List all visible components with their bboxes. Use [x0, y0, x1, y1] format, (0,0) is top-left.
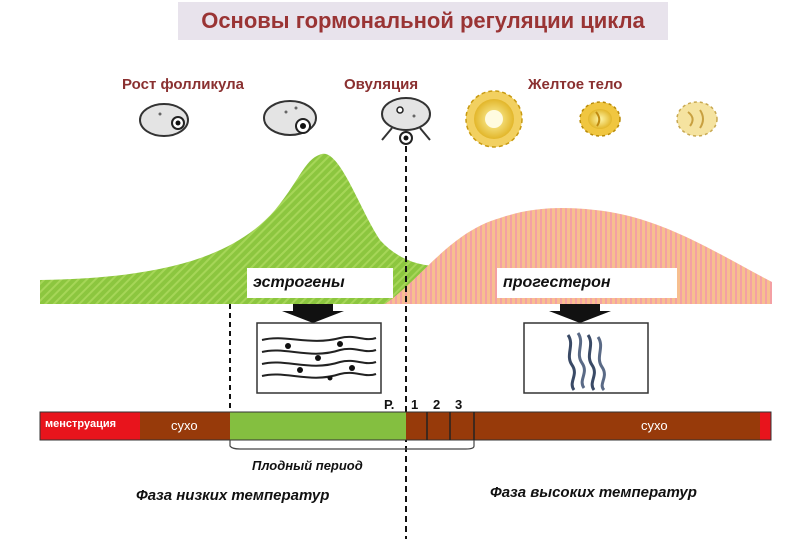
- dry-label-left: сухо: [171, 418, 198, 433]
- peak-marker: Р.: [384, 397, 395, 412]
- follicle-icon-1: [139, 103, 189, 137]
- menstruation-end-segment: [760, 412, 771, 440]
- corpus-albicans-icon: [676, 101, 718, 137]
- day-number-1: 1: [411, 397, 419, 412]
- menstruation-label: менструация: [45, 418, 117, 430]
- progesterone-mucus-image: [523, 322, 649, 394]
- estrogen-mucus-image: [256, 322, 382, 394]
- page-title: Основы гормональной регуляции цикла: [201, 8, 645, 33]
- dry-label-right: сухо: [641, 418, 668, 433]
- day-number-2: 2: [433, 397, 441, 412]
- high-temp-phase-label: Фаза высоких температур: [490, 484, 697, 501]
- title-banner: Основы гормональной регуляции цикла: [178, 2, 668, 40]
- dry-segment-left: [140, 412, 230, 440]
- dry-segment-right: [474, 412, 760, 440]
- progesterone-arrow: [549, 304, 611, 323]
- menstruation-segment: [40, 412, 140, 440]
- stage-label-ovulation: Овуляция: [344, 76, 419, 93]
- estrogen-arrow: [282, 304, 344, 323]
- peak-segment: [406, 412, 474, 440]
- fertile-period-bracket: [229, 440, 475, 450]
- fertile-period-label: Плодный период: [252, 458, 363, 473]
- low-temp-phase-label: Фаза низких температур: [136, 487, 330, 504]
- follicle-icon-2: [263, 100, 317, 136]
- estrogen-curve: [40, 153, 450, 304]
- fertile-segment: [230, 412, 406, 440]
- day-number-3: 3: [455, 397, 463, 412]
- ovulation-follicle-icon: [381, 97, 431, 145]
- estrogen-label: эстрогены: [247, 268, 393, 298]
- corpus-luteum-icon-1: [465, 90, 523, 148]
- cycle-bar-outline: [39, 411, 772, 441]
- stage-label-follicle-growth: Рост фолликула: [122, 76, 244, 93]
- progesterone-label: прогестерон: [497, 268, 677, 298]
- corpus-luteum-icon-2: [579, 101, 621, 137]
- stage-label-corpus-luteum: Желтое тело: [528, 76, 623, 93]
